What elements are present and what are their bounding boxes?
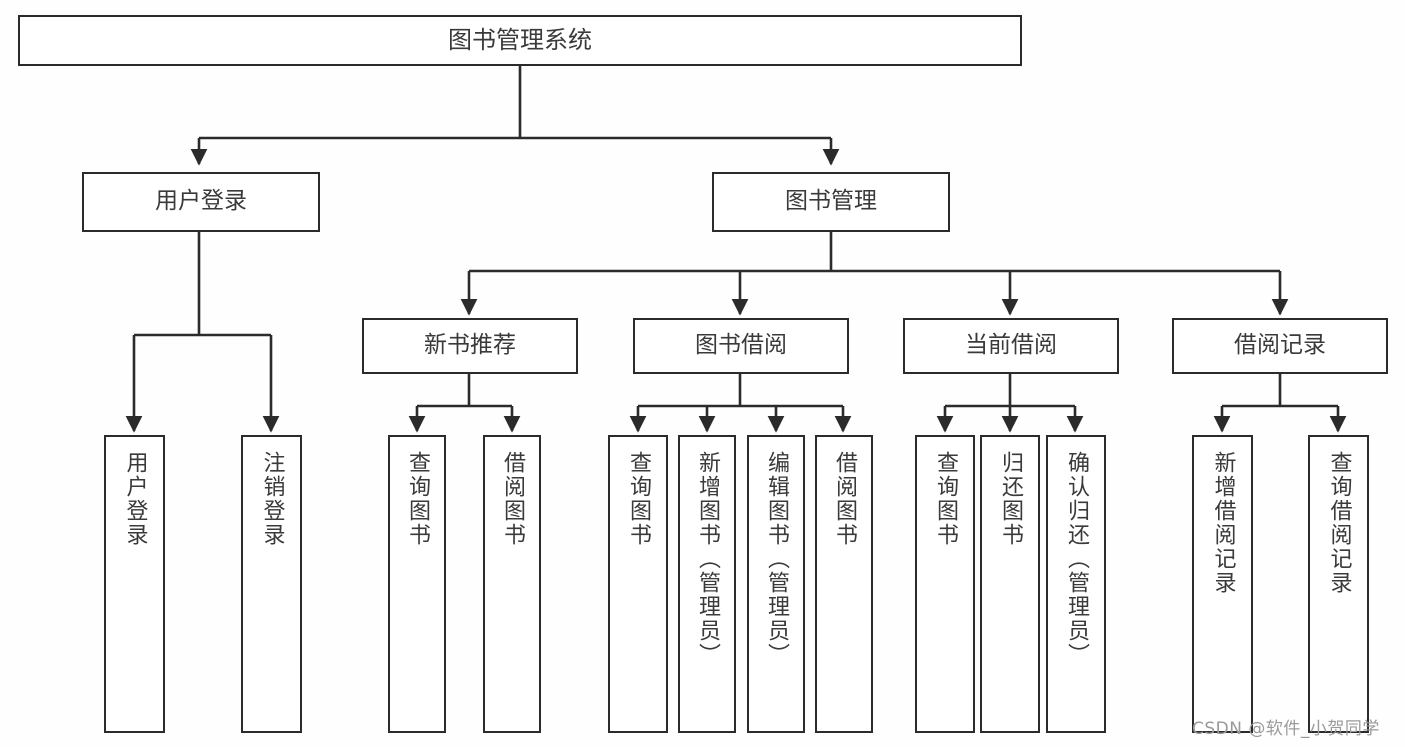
leaf-book-borrow-query[interactable]: 查询图书 bbox=[608, 435, 668, 733]
node-label: 注销登录 bbox=[259, 451, 285, 547]
leaf-current-borrow-return[interactable]: 归还图书 bbox=[980, 435, 1040, 733]
node-label: 新增借阅记录 bbox=[1210, 451, 1236, 595]
node-label: 归还图书 bbox=[998, 451, 1023, 547]
node-label: 查询图书 bbox=[626, 451, 651, 547]
node-label: 借阅记录 bbox=[1234, 332, 1326, 359]
leaf-new-book-borrow[interactable]: 借阅图书 bbox=[483, 435, 541, 733]
node-root-book-management-system[interactable]: 图书管理系统 bbox=[18, 15, 1022, 66]
node-label: 编辑图书（管理员） bbox=[764, 451, 789, 667]
node-user-login[interactable]: 用户登录 bbox=[82, 172, 320, 232]
node-label: 新增图书（管理员） bbox=[695, 451, 720, 667]
leaf-book-borrow-add-admin[interactable]: 新增图书（管理员） bbox=[678, 435, 736, 733]
node-current-borrow[interactable]: 当前借阅 bbox=[903, 318, 1119, 374]
node-label: 查询图书 bbox=[405, 451, 430, 547]
node-label: 用户登录 bbox=[122, 451, 148, 547]
leaf-current-borrow-query[interactable]: 查询图书 bbox=[915, 435, 975, 733]
node-borrow-record[interactable]: 借阅记录 bbox=[1172, 318, 1388, 374]
node-label: 确认归还（管理员） bbox=[1064, 451, 1089, 667]
leaf-user-login-login[interactable]: 用户登录 bbox=[104, 435, 165, 733]
node-label: 查询图书 bbox=[933, 451, 958, 547]
node-book-borrow[interactable]: 图书借阅 bbox=[633, 318, 849, 374]
leaf-borrow-record-add[interactable]: 新增借阅记录 bbox=[1192, 435, 1253, 733]
node-label: 用户登录 bbox=[155, 188, 247, 215]
node-label: 借阅图书 bbox=[500, 451, 525, 547]
node-label: 新书推荐 bbox=[424, 332, 516, 359]
csdn-watermark: CSDN @软件_小贺同学 bbox=[1192, 719, 1380, 739]
leaf-new-book-query[interactable]: 查询图书 bbox=[388, 435, 446, 733]
node-book-management[interactable]: 图书管理 bbox=[712, 172, 950, 232]
node-label: 图书借阅 bbox=[695, 332, 787, 359]
leaf-borrow-record-query[interactable]: 查询借阅记录 bbox=[1308, 435, 1369, 733]
leaf-book-borrow-edit-admin[interactable]: 编辑图书（管理员） bbox=[747, 435, 805, 733]
node-new-book-recommend[interactable]: 新书推荐 bbox=[362, 318, 578, 374]
leaf-user-login-logout[interactable]: 注销登录 bbox=[241, 435, 302, 733]
node-label: 查询借阅记录 bbox=[1326, 451, 1352, 595]
node-label: 当前借阅 bbox=[965, 332, 1057, 359]
node-label: 图书管理系统 bbox=[448, 26, 592, 55]
leaf-current-borrow-confirm-return-admin[interactable]: 确认归还（管理员） bbox=[1046, 435, 1106, 733]
node-label: 借阅图书 bbox=[832, 451, 857, 547]
node-label: 图书管理 bbox=[785, 188, 877, 215]
leaf-book-borrow-borrow[interactable]: 借阅图书 bbox=[815, 435, 873, 733]
